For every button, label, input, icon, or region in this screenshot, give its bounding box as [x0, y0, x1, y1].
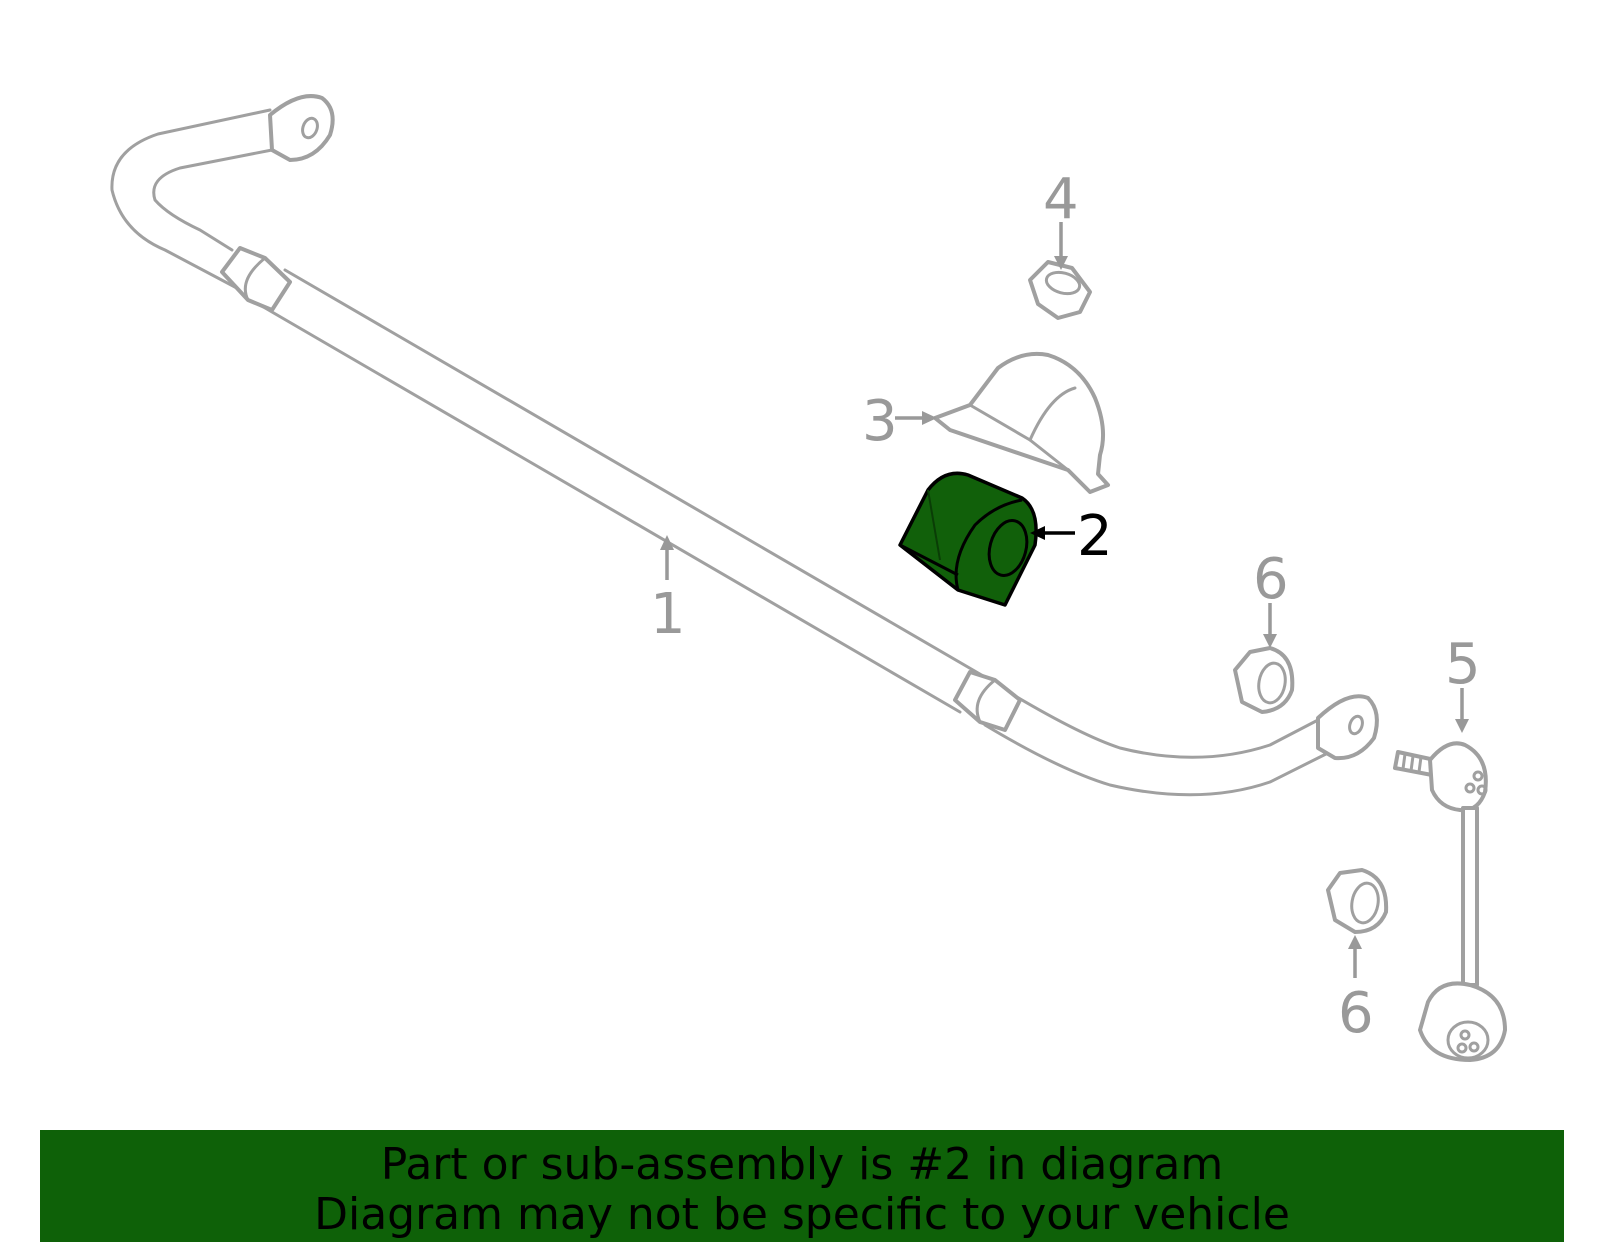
- banner-line-1: Part or sub-assembly is #2 in diagram: [380, 1139, 1224, 1190]
- banner-line-2: Diagram may not be specific to your vehi…: [314, 1189, 1290, 1240]
- callout-3: 3: [862, 389, 898, 454]
- callout-5: 5: [1445, 632, 1481, 697]
- bushing-part-2[interactable]: [898, 471, 1038, 607]
- stabilizer-link-part-5[interactable]: [1393, 741, 1507, 1062]
- flange-nut-part-6-lower[interactable]: [1326, 868, 1389, 934]
- callout-6-lower: 6: [1338, 981, 1374, 1046]
- callout-6-upper: 6: [1253, 547, 1289, 612]
- callout-1: 1: [650, 582, 686, 647]
- stabilizer-bar[interactable]: [110, 94, 1379, 797]
- callout-4: 4: [1043, 167, 1079, 232]
- callout-2: 2: [1077, 504, 1113, 569]
- info-banner: Part or sub-assembly is #2 in diagram Di…: [40, 1130, 1564, 1242]
- flange-nut-part-6-upper[interactable]: [1233, 646, 1295, 714]
- nut-part-4[interactable]: [1028, 260, 1092, 320]
- leader-lines: [660, 222, 1469, 978]
- bracket-part-3[interactable]: [933, 351, 1110, 494]
